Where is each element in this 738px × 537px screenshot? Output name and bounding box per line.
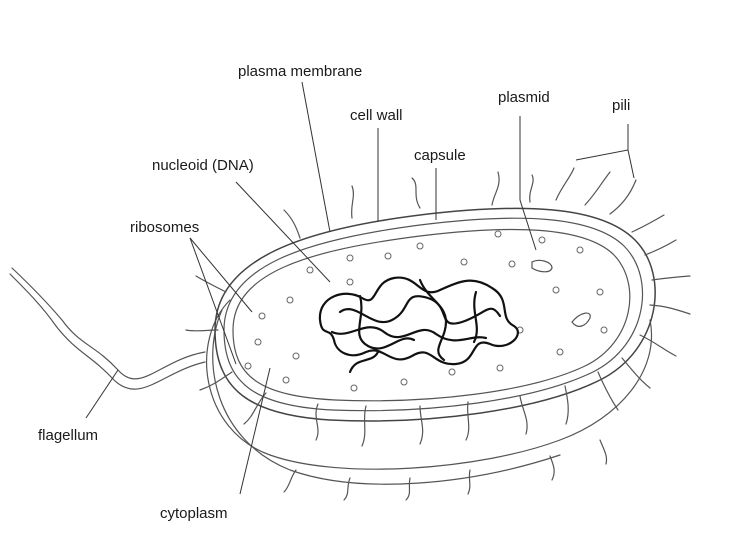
label-nucleoid: nucleoid (DNA) <box>152 157 254 174</box>
ribosomes <box>244 230 608 392</box>
capsule-outline <box>206 299 652 485</box>
leader-lines <box>85 81 635 495</box>
pili <box>185 167 691 501</box>
plasma-membrane-inner <box>232 228 631 402</box>
label-plasma-membrane: plasma membrane <box>238 63 362 80</box>
label-cell-wall: cell wall <box>350 107 403 124</box>
label-capsule: capsule <box>414 147 466 164</box>
flagellum <box>9 267 206 390</box>
plasma-membrane <box>223 217 644 412</box>
label-cytoplasm: cytoplasm <box>160 505 228 522</box>
plasmids <box>531 259 591 327</box>
label-plasmid: plasmid <box>498 89 550 106</box>
label-ribosomes: ribosomes <box>130 219 199 236</box>
label-pili: pili <box>612 97 630 114</box>
cell-wall <box>214 207 656 422</box>
nucleoid-dna <box>318 276 519 374</box>
label-flagellum: flagellum <box>38 427 98 444</box>
